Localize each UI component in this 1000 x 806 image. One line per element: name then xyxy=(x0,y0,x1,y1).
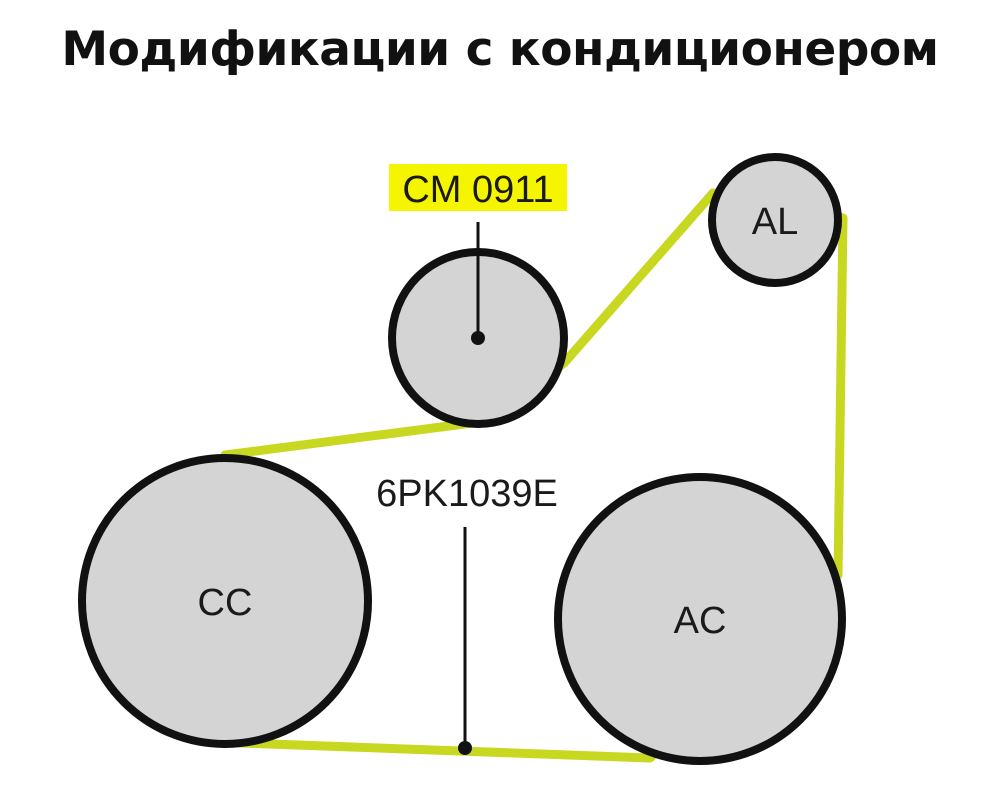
pulley-label-al: AL xyxy=(752,201,798,243)
pulley-al xyxy=(708,153,842,287)
pulley-label-ac: AC xyxy=(674,600,727,642)
belt-leader-dot xyxy=(458,741,472,755)
part-highlight xyxy=(389,164,567,211)
pulley-cc xyxy=(78,454,372,748)
belt-part-label: 6PK1039E xyxy=(376,473,558,515)
pulley-label-cc: CC xyxy=(198,582,253,624)
diagram-title: Модификации с кондиционером xyxy=(61,22,939,77)
pulley-ac xyxy=(554,473,846,765)
tensioner-center-dot xyxy=(471,331,485,345)
tensioner-part-label: CM 0911 xyxy=(402,169,553,211)
